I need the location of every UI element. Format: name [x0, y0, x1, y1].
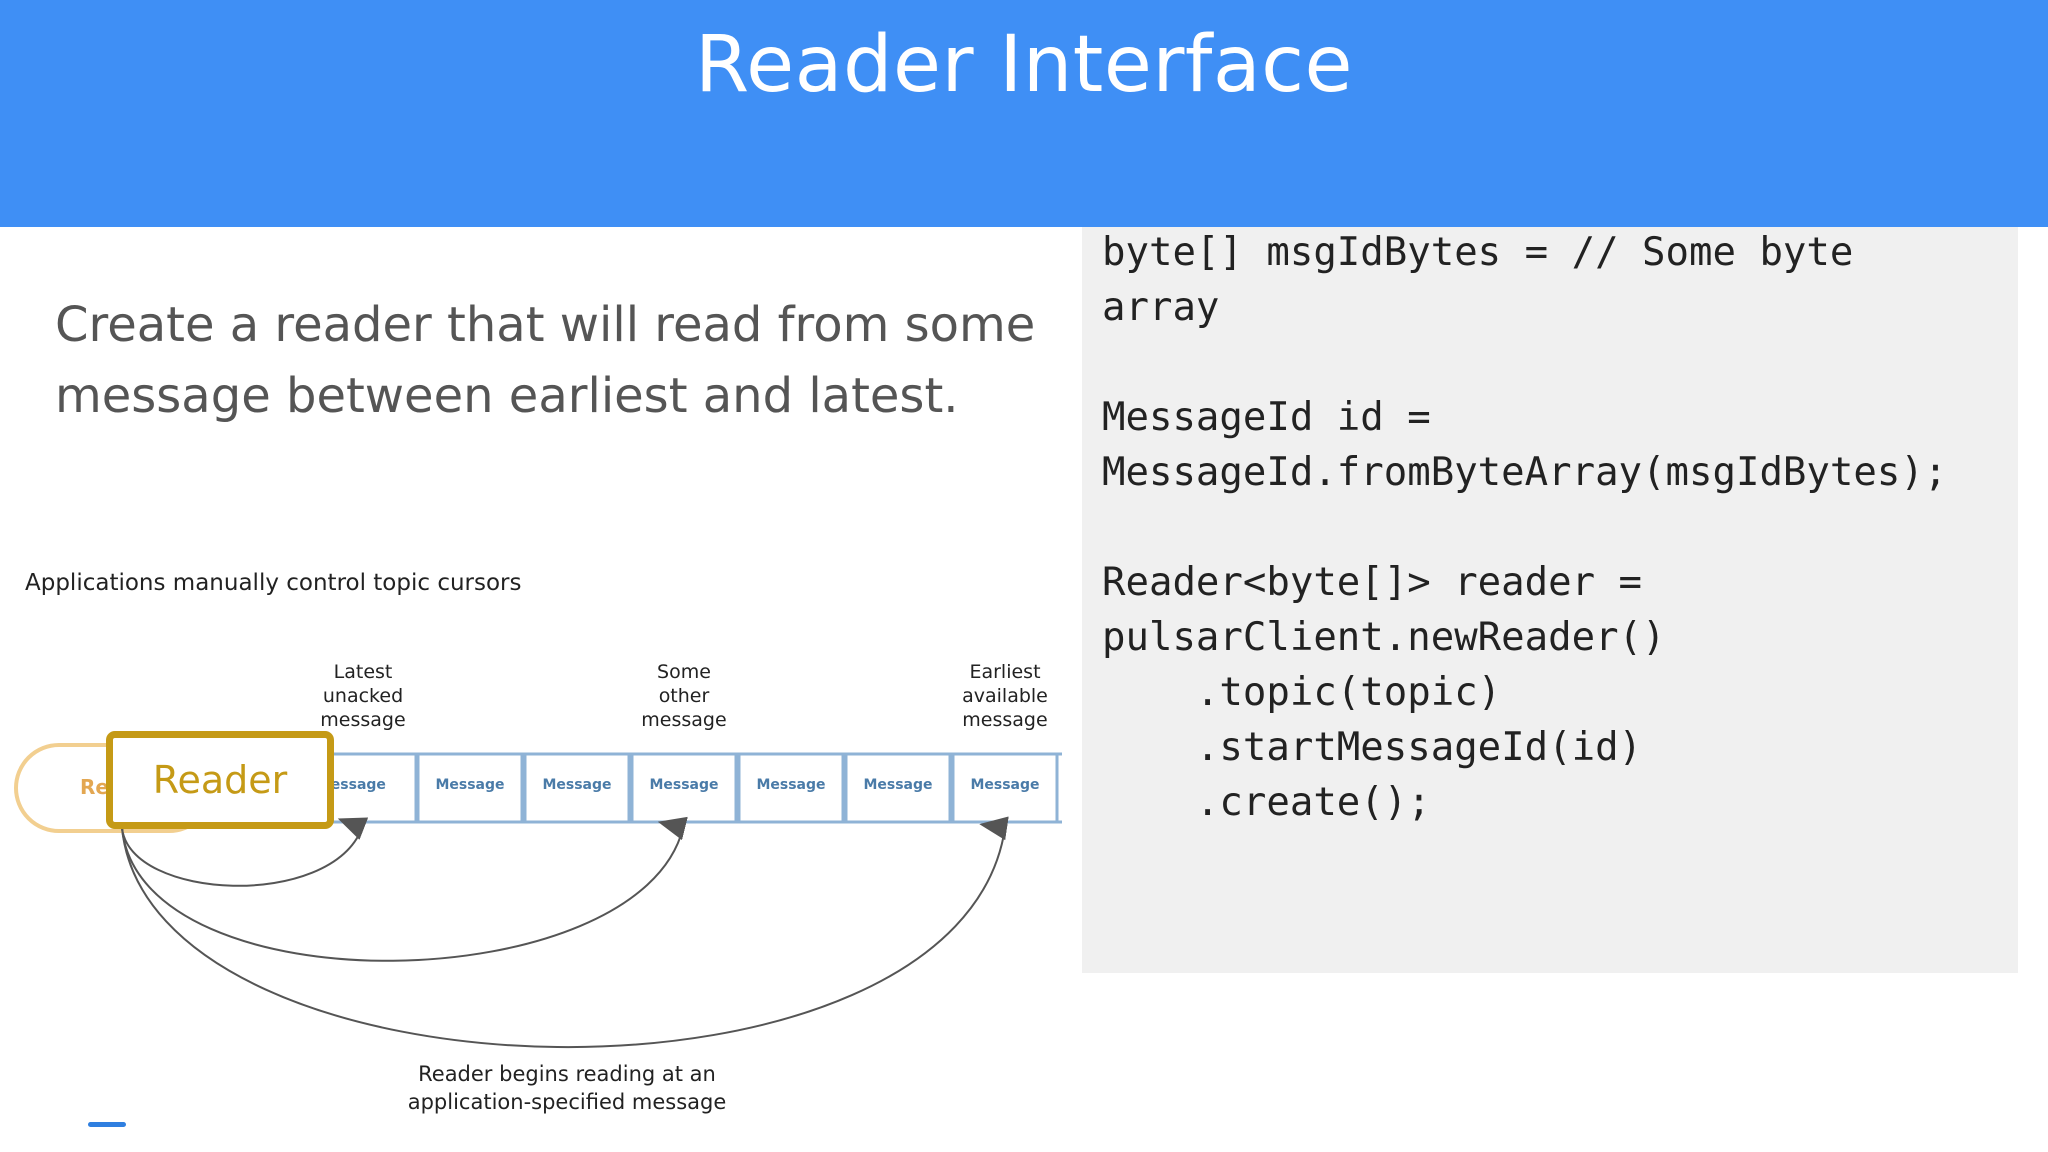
marker-line: message — [641, 709, 727, 731]
marker-earliest-available: Earliest available message — [925, 660, 1085, 732]
code-line: Reader<byte[]> reader = — [1102, 560, 1643, 605]
code-panel: byte[] msgIdBytes = // Some byte array M… — [1082, 227, 2018, 973]
arrow-to-some-other — [121, 816, 688, 962]
code-line: pulsarClient.newReader() — [1102, 615, 1666, 660]
code-line: array — [1102, 285, 1220, 330]
reader-box: Reader — [106, 731, 334, 829]
message-cell — [630, 752, 738, 824]
lead-line-2: message between earliest and latest. — [55, 368, 959, 424]
message-label: Message — [649, 777, 719, 793]
message-label: Message — [756, 777, 826, 793]
title-bar: Reader Interface — [0, 0, 2048, 227]
diagram-caption: Applications manually control topic curs… — [25, 570, 522, 596]
marker-line: other — [658, 685, 710, 707]
code-line: .startMessageId(id) — [1102, 725, 1643, 770]
marker-line: unacked — [322, 685, 404, 707]
message-cell — [844, 752, 952, 824]
marker-some-other: Some other message — [604, 660, 764, 732]
message-cell — [416, 752, 524, 824]
marker-line: message — [962, 709, 1048, 731]
code-line: .topic(topic) — [1102, 670, 1502, 715]
code-line: byte[] msgIdBytes = // Some byte — [1102, 230, 1854, 275]
corner-mark — [88, 1122, 126, 1127]
lead-text: Create a reader that will read from some… — [55, 290, 1045, 432]
arrow-to-latest-unacked — [121, 817, 369, 887]
message-label: Message — [970, 777, 1040, 793]
cursor-diagram: Applications manually control topic curs… — [0, 540, 1082, 1152]
marker-line: message — [320, 709, 406, 731]
message-cell — [523, 752, 631, 824]
marker-line: Latest — [333, 661, 393, 683]
code-line: .create(); — [1102, 780, 1431, 825]
message-label: Message — [435, 777, 505, 793]
marker-line: Earliest — [969, 661, 1041, 683]
message-label: Message — [542, 777, 612, 793]
message-label: lessage — [326, 777, 386, 793]
bottom-caption: Reader begins reading at an application-… — [330, 1060, 804, 1116]
bottom-caption-line: Reader begins reading at an — [418, 1062, 716, 1086]
marker-latest-unacked: Latest unacked message — [283, 660, 443, 732]
code-line: MessageId id = — [1102, 395, 1431, 440]
message-label: Message — [863, 777, 933, 793]
arrow-to-earliest-available — [121, 816, 1009, 1048]
slide-title: Reader Interface — [694, 20, 1354, 110]
marker-line: available — [962, 685, 1048, 707]
code-line: MessageId.fromByteArray(msgIdBytes); — [1102, 450, 1948, 495]
ghost-reader-label: Re — [80, 775, 109, 799]
message-cell — [737, 752, 845, 824]
lead-line-1: Create a reader that will read from some — [55, 297, 1036, 353]
bottom-caption-line: application-specified message — [407, 1090, 727, 1114]
marker-line: Some — [657, 661, 711, 683]
